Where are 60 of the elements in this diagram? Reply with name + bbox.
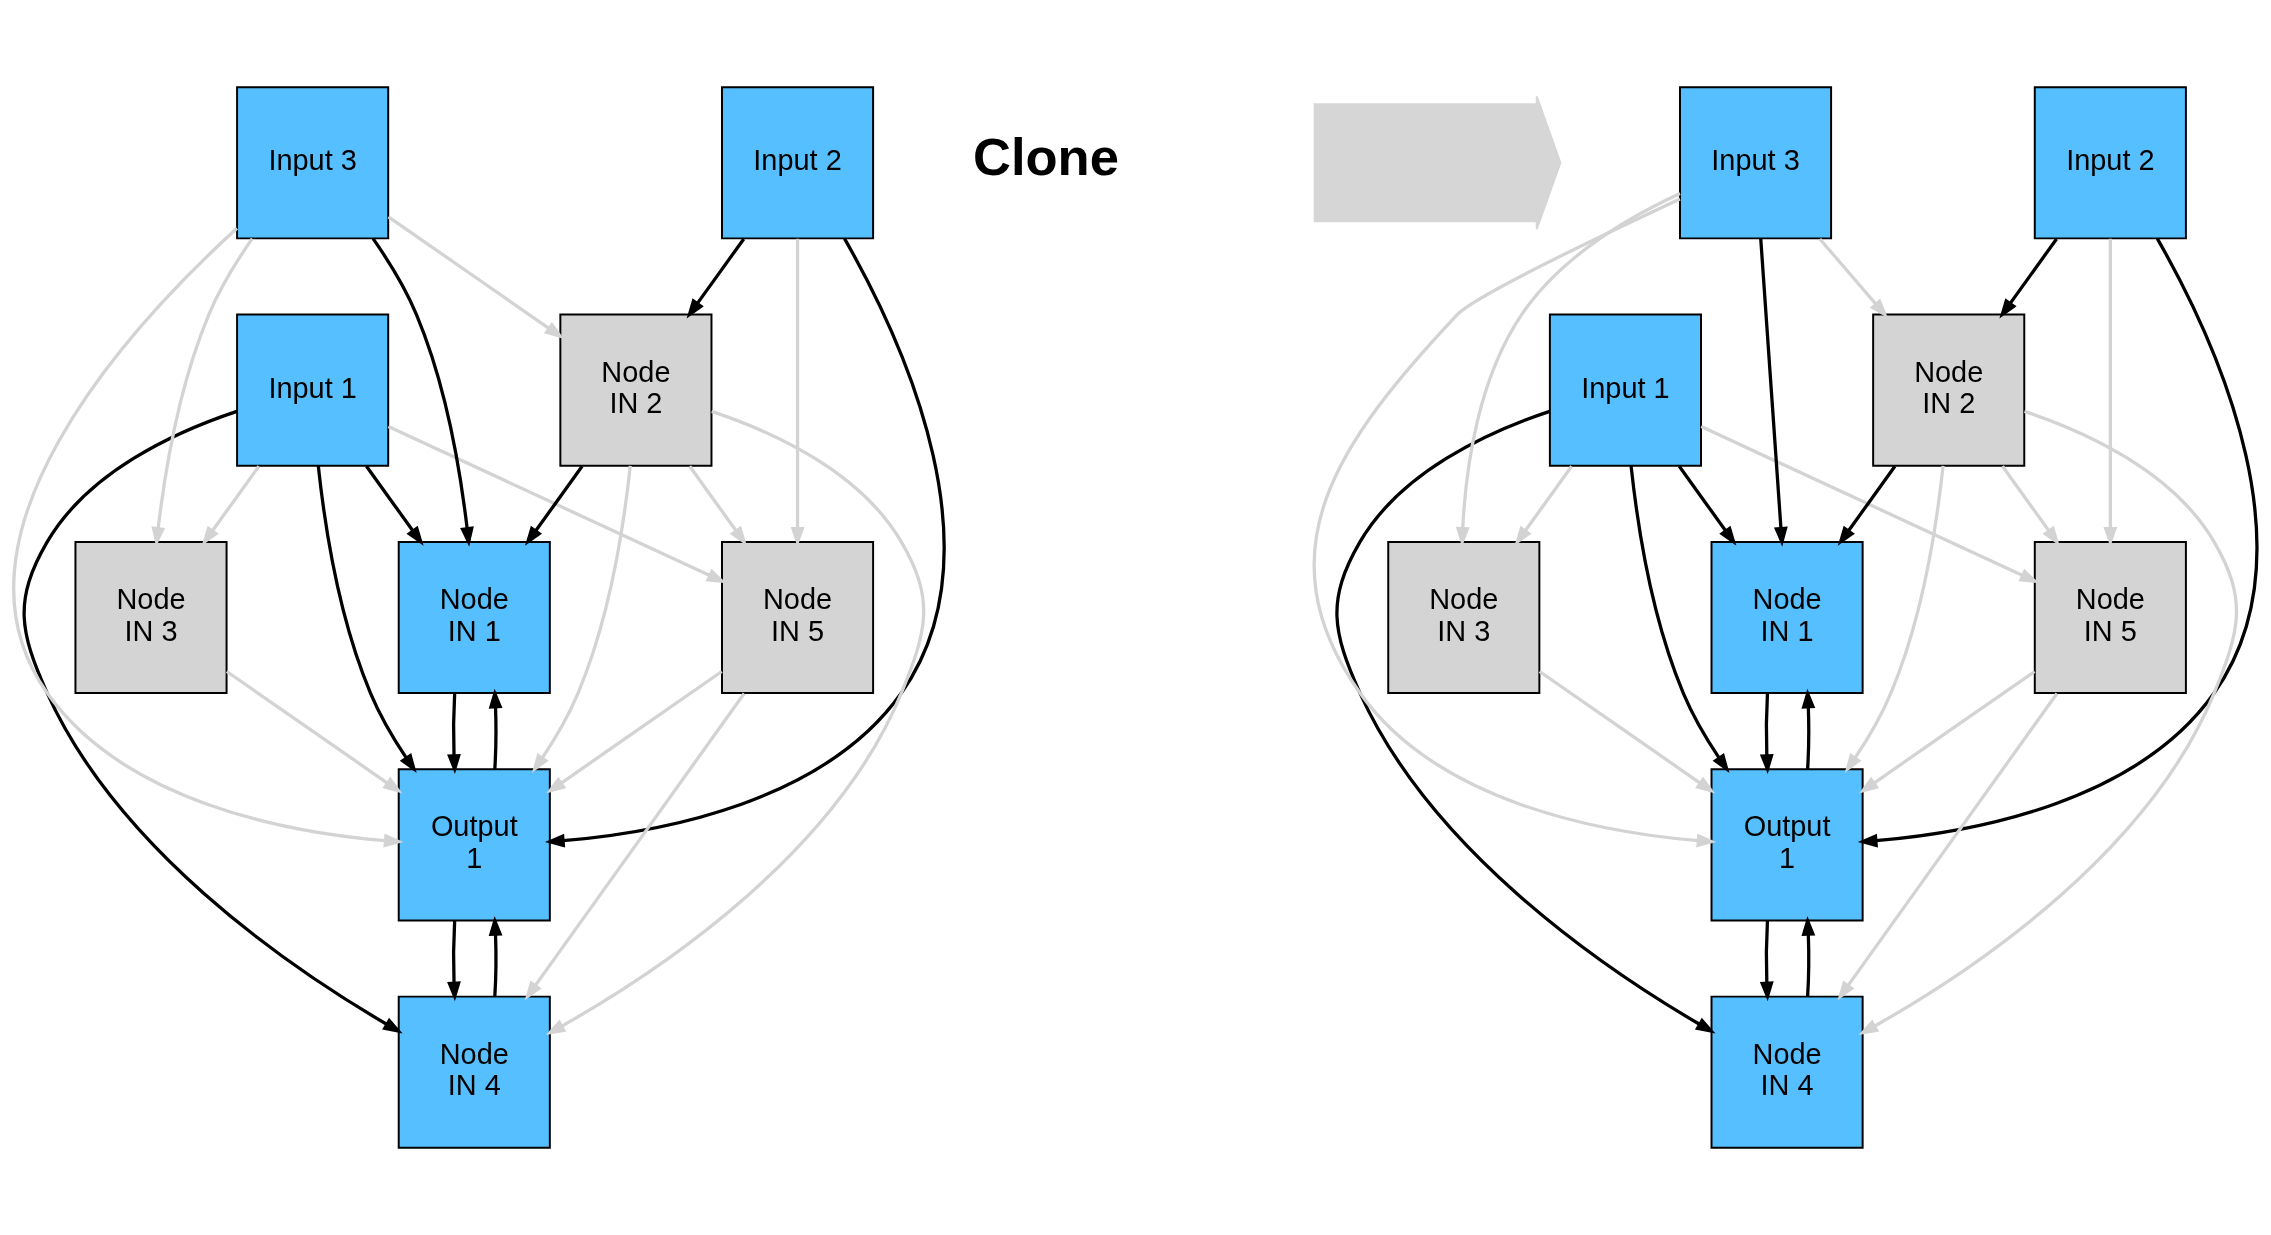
arrow xyxy=(2001,465,2060,546)
node-box: Node IN 4 xyxy=(397,995,551,1149)
arrow xyxy=(1629,465,1730,774)
node-box: Node IN 3 xyxy=(1387,540,1541,695)
node-box: Node IN 1 xyxy=(1710,540,1864,695)
arrow xyxy=(1759,920,1774,1002)
arrow xyxy=(365,465,424,546)
node-box: Input 2 xyxy=(721,86,875,240)
arrow xyxy=(1514,465,1573,546)
arrow xyxy=(1538,670,1716,794)
arrow xyxy=(13,227,404,848)
arrow xyxy=(447,693,461,774)
node-box: Input 1 xyxy=(1548,313,1702,467)
arrow xyxy=(1818,237,1888,319)
node-box: Node IN 2 xyxy=(559,313,713,467)
arrow xyxy=(371,237,474,547)
arrow xyxy=(1677,465,1737,546)
node-box: Node IN 5 xyxy=(2033,540,2187,695)
arrow xyxy=(447,920,461,1002)
node-box: Output 1 xyxy=(1710,768,1864,922)
node-arrow xyxy=(1313,95,1562,231)
node-box: Node IN 5 xyxy=(721,540,875,695)
arrow xyxy=(1858,670,2036,794)
arrow xyxy=(316,465,417,774)
arrow xyxy=(544,237,946,848)
arrow xyxy=(1801,688,1816,770)
node-box: Node IN 3 xyxy=(74,540,228,695)
arrow xyxy=(1759,693,1774,774)
arrow xyxy=(1999,238,2058,319)
arrow xyxy=(1759,238,1788,547)
node-box: Input 1 xyxy=(236,313,390,467)
arrow xyxy=(1858,409,2238,1036)
arrow xyxy=(1857,237,2259,848)
arrow xyxy=(1312,197,1717,848)
node-box: Node IN 4 xyxy=(1710,995,1864,1149)
node-box: Input 2 xyxy=(2033,86,2187,240)
arrow xyxy=(546,670,723,794)
arrow xyxy=(1844,465,1945,774)
node-box: Input 3 xyxy=(236,86,390,240)
arrow xyxy=(1335,409,1716,1034)
arrow xyxy=(524,465,584,546)
arrow xyxy=(545,409,926,1036)
arrow xyxy=(201,465,261,546)
arrow xyxy=(488,916,503,997)
arrow xyxy=(1837,465,1897,546)
label: Clone xyxy=(972,126,1119,186)
arrow xyxy=(488,688,503,770)
node-box: Node IN 1 xyxy=(397,540,551,695)
node-box: Node IN 2 xyxy=(1872,313,2026,467)
arrow xyxy=(1801,916,1816,997)
arrow xyxy=(225,670,403,794)
arrow xyxy=(524,692,746,1001)
node-box: Output 1 xyxy=(397,768,551,922)
arrow xyxy=(688,465,747,546)
arrow xyxy=(387,215,565,339)
arrow xyxy=(22,409,403,1034)
arrow xyxy=(1837,692,2059,1001)
arrow xyxy=(531,465,632,774)
node-box: Input 3 xyxy=(1679,86,1833,240)
arrow xyxy=(686,238,746,319)
